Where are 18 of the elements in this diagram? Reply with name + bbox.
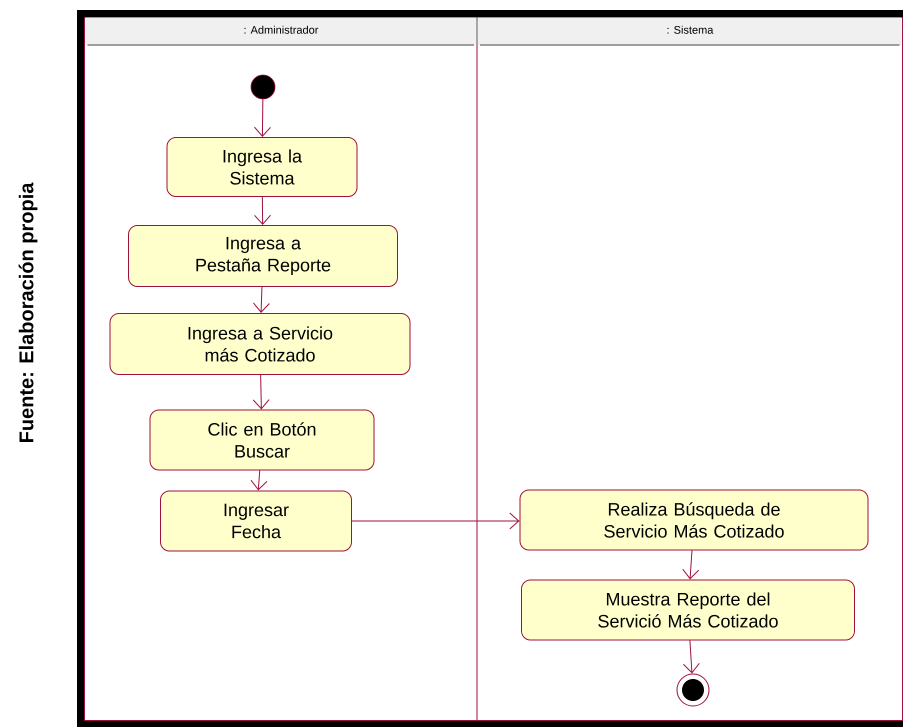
arrow — [252, 286, 270, 313]
arrow — [352, 512, 520, 530]
action-box: Ingresar Fecha — [160, 490, 352, 552]
arrow — [252, 374, 270, 410]
action-box: Ingresa a Servicio más Cotizado — [110, 312, 410, 375]
arrow — [682, 640, 700, 674]
start-node — [250, 74, 276, 100]
arrow — [682, 550, 700, 580]
action-box: Realiza Búsqueda de Servicio Más Cotizado — [520, 489, 868, 550]
action-box: Muestra Reporte del Servició Más Cotizado — [521, 579, 855, 640]
source-note: Fuente: Elaboración propia — [18, 182, 38, 442]
action-box: Clic en Botón Buscar — [150, 409, 374, 470]
end-node — [676, 673, 710, 706]
action-box: Ingresa la Sistema — [166, 137, 358, 197]
arrow — [250, 470, 268, 490]
arrow — [254, 98, 271, 137]
action-box: Ingresa a Pestaña Reporte — [128, 224, 398, 287]
arrow — [254, 196, 272, 225]
